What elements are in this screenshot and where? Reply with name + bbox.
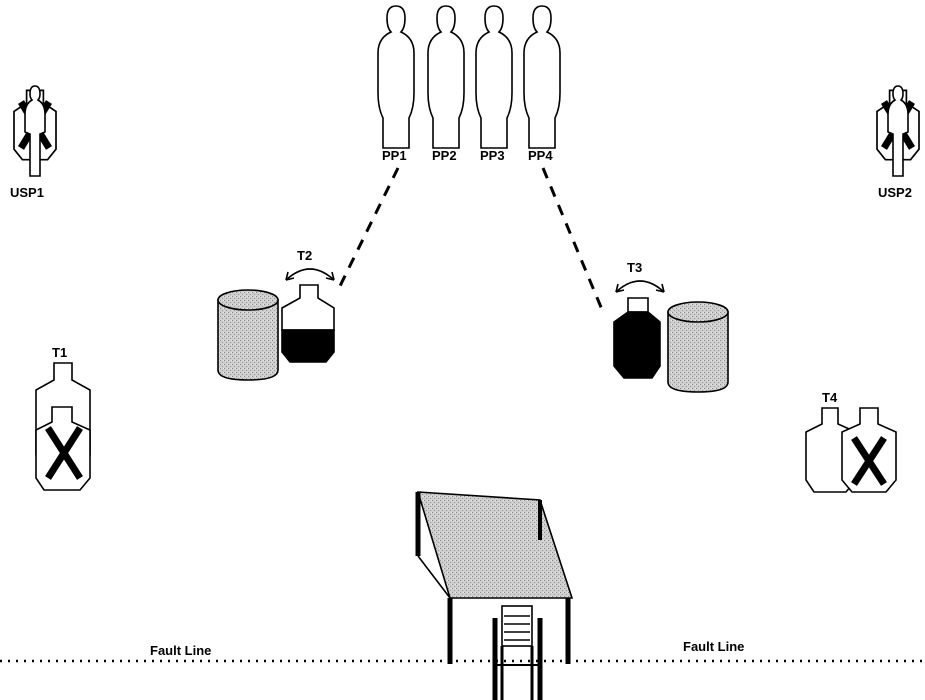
barrel-left xyxy=(217,289,279,381)
label-fault-left: Fault Line xyxy=(150,643,211,658)
popper-pp1 xyxy=(377,5,415,149)
label-t3: T3 xyxy=(627,260,642,275)
label-pp1: PP1 xyxy=(382,148,407,163)
swing-arrowheads-t2 xyxy=(285,271,335,281)
swing-arrow-t2 xyxy=(285,268,335,281)
label-usp1: USP1 xyxy=(10,185,44,200)
chair xyxy=(492,605,543,700)
label-usp2: USP2 xyxy=(878,185,912,200)
target-usp1 xyxy=(13,85,57,177)
target-t1 xyxy=(35,362,91,491)
label-pp4: PP4 xyxy=(528,148,553,163)
target-t3 xyxy=(613,297,661,379)
target-usp2 xyxy=(876,85,920,177)
label-fault-right: Fault Line xyxy=(683,639,744,654)
label-pp2: PP2 xyxy=(432,148,457,163)
popper-pp4 xyxy=(523,5,561,149)
label-t2: T2 xyxy=(297,248,312,263)
label-t1: T1 xyxy=(52,345,67,360)
swing-arrow-t3 xyxy=(615,280,665,293)
target-t2 xyxy=(281,284,335,363)
label-pp3: PP3 xyxy=(480,148,505,163)
activation-line-left xyxy=(338,167,400,287)
activation-line-right xyxy=(541,167,605,313)
label-t4: T4 xyxy=(822,390,838,405)
popper-pp2 xyxy=(427,5,465,149)
popper-pp3 xyxy=(475,5,513,149)
table xyxy=(415,491,574,664)
barrel-right xyxy=(667,301,729,393)
target-t4 xyxy=(805,407,897,493)
swing-arrowheads-t3 xyxy=(615,283,665,293)
